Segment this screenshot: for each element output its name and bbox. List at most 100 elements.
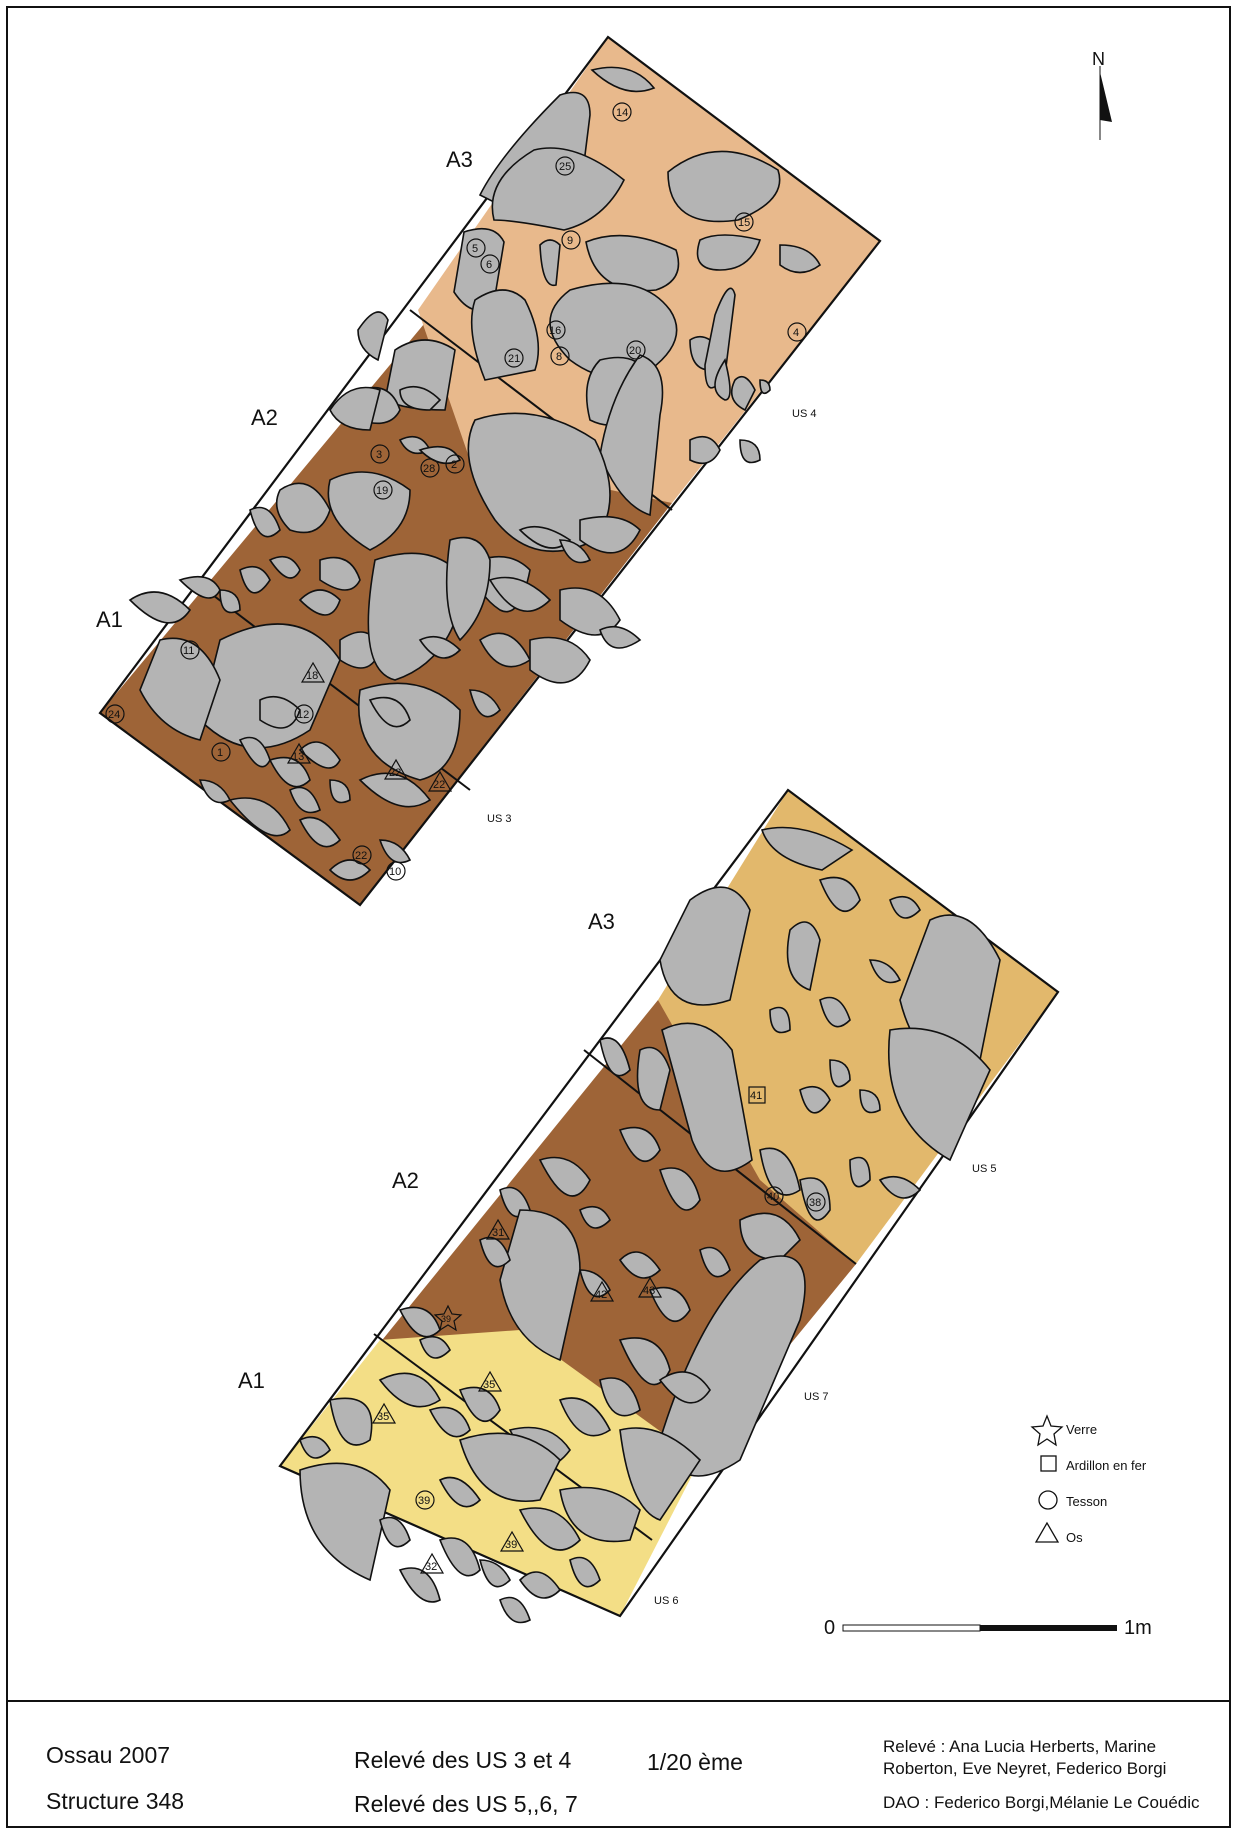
- scale-ratio: 1/20 ème: [647, 1749, 743, 1775]
- find-label: 32: [425, 1561, 437, 1573]
- find-tesson: [806, 1192, 826, 1212]
- find-tesson: [370, 444, 390, 464]
- us5-fill: [658, 790, 1058, 1264]
- find-tesson: [211, 742, 231, 762]
- lower-sector-label-a2: A2: [392, 1168, 419, 1193]
- legend-label-ardillon: Ardillon en fer: [1066, 1458, 1147, 1473]
- find-os: [371, 1402, 397, 1424]
- find-label: 14: [616, 107, 628, 119]
- find-tesson: [466, 238, 486, 258]
- lower-stones: [299, 826, 1001, 1624]
- find-os: [637, 1276, 663, 1298]
- find-label: 2: [451, 459, 457, 471]
- find-label: 42: [595, 1289, 607, 1301]
- find-tesson: [294, 704, 314, 724]
- find-tesson: [555, 156, 575, 176]
- find-label: 21: [508, 353, 520, 365]
- find-label: 22: [355, 850, 367, 862]
- find-tesson: [612, 102, 632, 122]
- find-ardillon: [748, 1086, 766, 1104]
- upper-stones: [128, 66, 822, 881]
- us7-label: US 7: [804, 1391, 828, 1403]
- releve-us-3-4: Relevé des US 3 et 4: [354, 1747, 572, 1773]
- tesson-icon: [1038, 1490, 1058, 1510]
- find-os: [477, 1370, 503, 1392]
- find-label: 3: [376, 449, 382, 461]
- find-tesson: [386, 861, 406, 881]
- find-label: 41: [750, 1090, 762, 1102]
- find-tesson: [180, 640, 200, 660]
- find-tesson: [480, 254, 500, 274]
- find-os: [427, 770, 453, 792]
- upper-sector-label-a3: A3: [446, 147, 473, 172]
- legend: Verre Ardillon en fer Tesson Os: [1030, 1414, 1147, 1545]
- find-tesson: [504, 348, 524, 368]
- find-label: 28: [423, 463, 435, 475]
- find-tesson: [352, 845, 372, 865]
- find-label: 39: [505, 1539, 517, 1551]
- scale-end-label: 1m: [1124, 1617, 1152, 1639]
- structure-name: Structure 348: [46, 1788, 185, 1814]
- lower-sector-label-a1: A1: [238, 1368, 265, 1393]
- find-label: 8: [556, 351, 562, 363]
- find-tesson: [550, 346, 570, 366]
- find-os: [286, 742, 312, 764]
- find-tesson: [105, 704, 125, 724]
- find-os: [419, 1552, 445, 1574]
- upper-trench-outline: [98, 35, 882, 907]
- us6-label: US 6: [654, 1595, 678, 1607]
- site-name: Ossau 2007: [46, 1742, 171, 1768]
- find-os: [589, 1280, 615, 1302]
- find-tesson: [373, 480, 393, 500]
- scale-bar: 0 1m: [824, 1617, 1152, 1639]
- find-tesson: [445, 454, 465, 474]
- find-label: 5: [472, 243, 478, 255]
- lower-trench-outline: [278, 788, 1060, 1618]
- find-label: 38: [809, 1197, 821, 1209]
- find-label: 6: [486, 259, 492, 271]
- find-tesson: [546, 320, 566, 340]
- find-label: 25: [559, 161, 571, 173]
- north-label: N: [1092, 49, 1105, 69]
- scale-start-label: 0: [824, 1617, 835, 1639]
- find-tesson: [420, 458, 440, 478]
- upper-find-markers: 14 25 15 5 6 9 16 21 8 20 4 3 2 28 19 11…: [105, 102, 807, 881]
- find-tesson: [561, 230, 581, 250]
- title-block: Ossau 2007 Structure 348 Relevé des US 3…: [6, 1700, 1231, 1828]
- find-label: 4: [793, 327, 799, 339]
- upper-sector-label-a2: A2: [251, 405, 278, 430]
- legend-label-verre: Verre: [1066, 1422, 1097, 1437]
- find-os: [300, 661, 326, 683]
- find-label: 35: [377, 1411, 389, 1423]
- find-label: 24: [108, 709, 120, 721]
- find-label: 18: [306, 670, 318, 682]
- find-label: 15: [738, 217, 750, 229]
- upper-sector-label-a1: A1: [96, 607, 123, 632]
- os-icon: [1034, 1521, 1060, 1543]
- find-os: [383, 758, 409, 780]
- find-label: 9: [567, 235, 573, 247]
- lower-plan: 41 40 38 31 42 43 39 35 35 39 32 39 A1 A…: [238, 788, 1060, 1624]
- find-label: 39: [418, 1495, 430, 1507]
- find-tesson: [415, 1490, 435, 1510]
- find-label: 40: [767, 1191, 779, 1203]
- us4-label: US 4: [792, 408, 816, 420]
- legend-label-os: Os: [1066, 1530, 1083, 1545]
- find-tesson: [626, 340, 646, 360]
- find-label: 22: [433, 779, 445, 791]
- find-label: 20: [629, 345, 641, 357]
- verre-icon: [1030, 1414, 1064, 1447]
- find-tesson: [734, 212, 754, 232]
- find-label: 31: [492, 1227, 504, 1239]
- find-label: 19: [376, 485, 388, 497]
- find-label: 22: [389, 767, 401, 779]
- find-os: [499, 1530, 525, 1552]
- credits-dao: DAO : Federico Borgi,Mélanie Le Couédic: [883, 1793, 1200, 1812]
- north-arrow: N: [1092, 49, 1112, 140]
- ardillon-icon: [1040, 1455, 1057, 1472]
- find-label: 12: [297, 709, 309, 721]
- find-tesson: [764, 1186, 784, 1206]
- us5-label: US 5: [972, 1163, 996, 1175]
- credits-releve: Relevé : Ana Lucia Herberts, Marine Robe…: [883, 1737, 1167, 1778]
